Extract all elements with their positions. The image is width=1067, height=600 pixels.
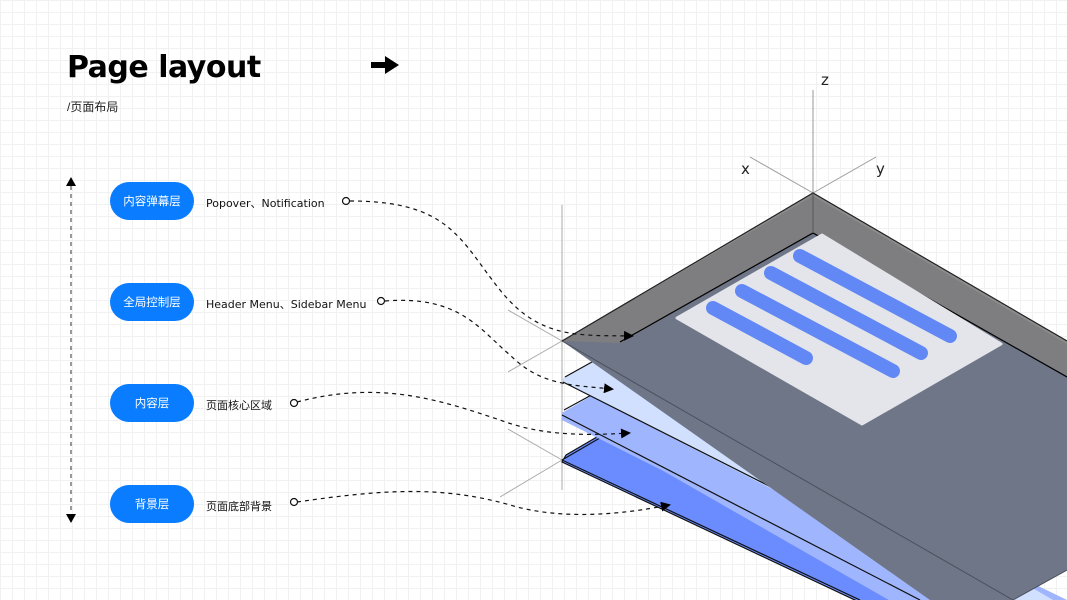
panel-bar: [706, 301, 813, 365]
panel-bar: [764, 266, 928, 360]
page-subtitle: /页面布局: [67, 100, 119, 114]
axis-label-x: x: [741, 160, 750, 178]
layer-pill-background: 背景层: [110, 485, 194, 523]
connector-start-control: [376, 296, 386, 306]
arrow-right-icon: [371, 56, 399, 74]
layer-desc-global-control: Header Menu、Sidebar Menu: [206, 298, 367, 311]
double-arrow-vertical-icon: [66, 177, 76, 523]
page-title: Page layout: [67, 50, 261, 85]
layer-desc-background: 页面底部背景: [206, 500, 272, 513]
layer-pill-global-control: 全局控制层: [110, 283, 194, 321]
panel-bar: [793, 249, 957, 343]
connector-start-content: [289, 398, 299, 408]
layer-desc-popover: Popover、Notification: [206, 197, 325, 210]
axis-label-y: y: [876, 160, 885, 178]
connector-background: [296, 490, 671, 516]
layer-pill-popover: 内容弹幕层: [110, 182, 194, 220]
connector-start-background: [289, 497, 299, 507]
connector-control: [384, 299, 614, 394]
connector-content: [296, 391, 631, 439]
connector-popover: [349, 200, 634, 341]
panel-bar: [735, 284, 900, 378]
axis-label-z: z: [821, 71, 829, 89]
popover-layer: [562, 193, 1067, 376]
axis-gizmo: [749, 90, 877, 194]
layer-pill-content: 内容层: [110, 384, 194, 422]
connector-start-popover: [341, 196, 351, 206]
layer-desc-content: 页面核心区域: [206, 399, 272, 412]
popover-panel-bars: [706, 249, 957, 378]
layer-guides: [499, 205, 563, 498]
popover-panel: [675, 233, 1003, 426]
